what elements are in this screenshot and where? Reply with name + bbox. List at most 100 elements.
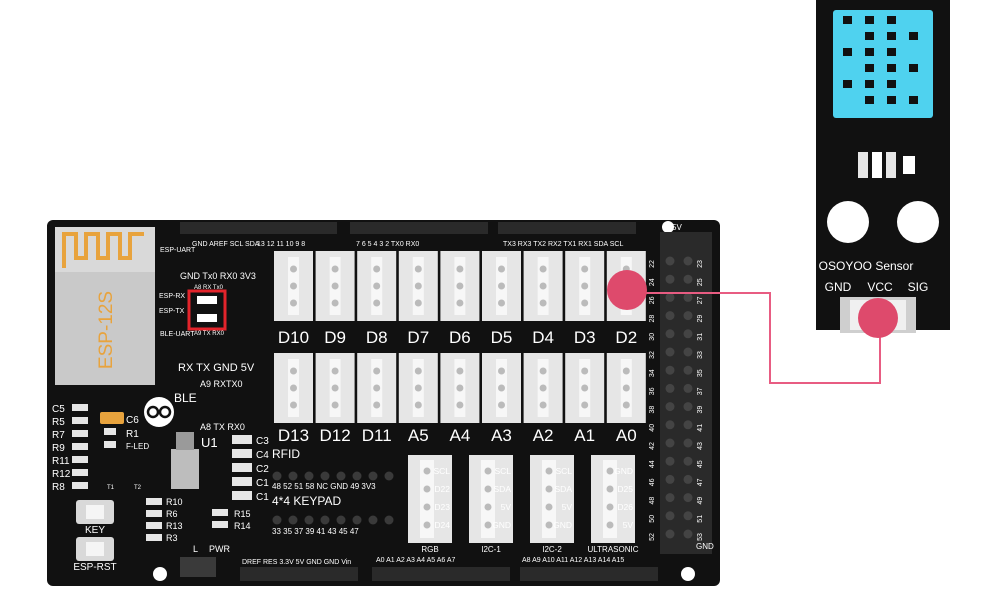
r1-label: R1 (126, 429, 139, 440)
side-header-pin (683, 329, 693, 339)
bottom-a8-pin-labels: A8 A9 A10 A11 A12 A13 A14 A15 (522, 557, 624, 564)
capacitor-label: C2 (256, 464, 269, 475)
side-header-pin (665, 402, 675, 412)
rfid-pin-labels: 48 52 51 58 NC GND 49 3V3 (272, 482, 376, 491)
header-pin (304, 515, 314, 525)
module-pin (606, 485, 614, 493)
module-pin (484, 467, 492, 475)
sensor-grid-hole (887, 16, 896, 24)
bottom-header (520, 567, 658, 581)
resistor-smd (212, 521, 228, 528)
digital-port-label: A1 (574, 426, 595, 445)
key-button-cap (86, 505, 104, 519)
component-smd (72, 443, 88, 450)
grove-pin (331, 367, 339, 375)
digital-port-label: A5 (408, 426, 429, 445)
grove-pin (373, 401, 381, 409)
grove-pin (290, 299, 297, 307)
sensor-grid-hole (909, 64, 918, 72)
side-pin-number: 35 (697, 369, 704, 377)
side-header-pin (665, 329, 675, 339)
grove-pin (290, 265, 297, 273)
module-pin (545, 485, 553, 493)
expansion-board: GND AREF SCL SDA 13 12 11 10 9 8 7 6 5 4… (47, 220, 720, 586)
a9-tx-rx0-label: A9 TX RX0 (194, 331, 225, 337)
a8-rx-tx0-label: A8 RX Tx0 (194, 285, 224, 291)
keypad-pin-labels: 33 35 37 39 41 43 45 47 (272, 527, 359, 536)
sensor-pin-vcc: VCC (867, 280, 893, 294)
side-pin-number: 30 (649, 333, 656, 341)
sensor-mounting-hole (827, 201, 869, 243)
grove-pin (456, 401, 464, 409)
top-pin-labels: 13 12 11 10 9 8 (257, 241, 305, 248)
side-header-pin (665, 420, 675, 430)
side-header-pin (665, 456, 675, 466)
grove-pin (290, 384, 297, 392)
sensor-component (872, 152, 882, 178)
sensor-grid-housing (833, 10, 933, 118)
grove-pin (414, 299, 422, 307)
digital-port-label: D5 (491, 328, 513, 347)
capacitor-smd (232, 435, 252, 444)
module-pin-label: SCL (433, 466, 450, 476)
side-header-pin (665, 493, 675, 503)
side-header-pin (683, 420, 693, 430)
module-connectors: SCLD22D23D24RGBSCLSDA5VGNDI2C-1SCLSDA5VG… (408, 455, 639, 554)
r15-label: R15 (234, 509, 251, 519)
rx-tx-gnd-5v-label: RX TX GND 5V (178, 362, 255, 374)
module-pin-label: D22 (434, 484, 450, 494)
side-pin-number: 51 (697, 515, 704, 523)
sensor-grid-hole (843, 80, 852, 88)
side-pin-number: 39 (697, 406, 704, 414)
component-label: R12 (52, 469, 71, 480)
module-pin-label: SCL (555, 466, 572, 476)
a9-rxtx0-label: A9 RXTX0 (200, 379, 243, 389)
capacitor-label: C1 (256, 492, 269, 503)
side-header-pin (683, 402, 693, 412)
module-pin (484, 521, 492, 529)
header-pin (384, 515, 394, 525)
sensor-grid-hole (843, 16, 852, 24)
sensor-grid-hole (865, 16, 874, 24)
side-pin-number: 44 (649, 460, 656, 468)
a8-tx-rx0-label: A8 TX RX0 (200, 422, 245, 432)
grove-pin (498, 384, 505, 392)
key-label: KEY (85, 525, 105, 536)
sensor-pin-gnd: GND (825, 280, 852, 294)
grove-pin (373, 265, 381, 273)
jumper-highlight-box (187, 289, 227, 331)
ble-uart-label: BLE-UART (160, 331, 195, 338)
l-label: L (193, 544, 198, 554)
top-pin-labels: TX3 RX3 TX2 RX2 TX1 RX1 SDA SCL (503, 241, 623, 248)
grove-pin (331, 299, 339, 307)
component-smd (72, 456, 88, 463)
module-pin (423, 521, 431, 529)
component-label: R8 (52, 482, 65, 493)
side-header-pin (665, 474, 675, 484)
grove-pin (414, 367, 422, 375)
side-pin-number: 24 (649, 278, 656, 286)
header-pin (288, 471, 298, 481)
grove-pin (498, 299, 505, 307)
digital-port-label: D7 (407, 328, 429, 347)
f-led-label: F-LED (126, 442, 149, 451)
side-header-pin (665, 274, 675, 284)
gnd-label-right: GND (696, 542, 714, 551)
grove-pin (539, 401, 547, 409)
grove-pin (456, 299, 464, 307)
digital-port-label: D10 (278, 328, 309, 347)
header-pin (352, 471, 362, 481)
module-pin-label: SDA (494, 484, 512, 494)
resistor-smd (146, 522, 162, 529)
mounting-hole (153, 567, 167, 581)
esp-rst-button-cap (86, 542, 104, 556)
mounting-hole (662, 221, 674, 233)
component-smd (72, 404, 88, 411)
grove-pin (539, 367, 547, 375)
side-pin-number: 38 (649, 406, 656, 414)
module-pin-label: SCL (494, 466, 511, 476)
power-jack (180, 557, 216, 577)
module-pin-label: D24 (434, 520, 450, 530)
grove-pin (539, 282, 547, 290)
